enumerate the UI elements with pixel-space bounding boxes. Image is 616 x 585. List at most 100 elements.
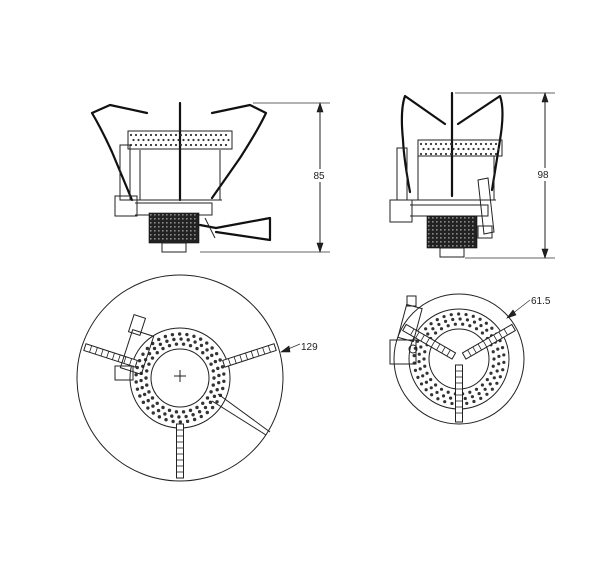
knurl-dot [452, 233, 454, 235]
burner-hole [430, 393, 434, 397]
dimension-height-85: 85 [200, 102, 330, 253]
knurl-dot [456, 245, 458, 247]
burner-hole [470, 395, 475, 399]
burner-hole [186, 338, 190, 342]
support-arm [176, 423, 184, 479]
knurl-dot [436, 241, 438, 243]
knurl-dot [174, 226, 176, 228]
valve-knob-large [127, 313, 147, 337]
knurl-dot [178, 222, 180, 224]
support-arm-tick [488, 337, 493, 345]
burner-hole [210, 353, 214, 358]
support-arm-tick [410, 328, 415, 336]
burner-hole [437, 147, 440, 151]
burner-hole [147, 390, 151, 394]
burner-hole [224, 133, 228, 137]
burner-hole [199, 343, 204, 348]
knurl-dot [154, 230, 156, 232]
burner-hole [472, 320, 477, 324]
burner-hole [448, 396, 453, 400]
burner-hole [424, 142, 428, 146]
knurl-dot [162, 214, 164, 216]
burner-hole [212, 394, 217, 399]
knurl-dot [464, 233, 466, 235]
burner-hole [442, 314, 446, 319]
burner-hole [181, 410, 186, 414]
igniter-rod-large [217, 393, 271, 433]
burner-hole [447, 147, 450, 151]
burner-hole [419, 152, 423, 156]
burner-inner-ring-large [150, 348, 210, 408]
knurl-dot [170, 222, 172, 224]
burner-hole [150, 356, 155, 360]
burner-hole [201, 401, 205, 405]
burner-hole [477, 147, 480, 151]
burner-hole [209, 133, 213, 137]
burner-hole [147, 362, 151, 366]
burner-hole [140, 385, 144, 390]
burner-hole [179, 143, 183, 147]
burner-hole [164, 133, 168, 137]
burner-hole [134, 143, 138, 147]
burner-hole [465, 318, 470, 322]
knurl-dot [150, 226, 152, 228]
knurl-dot [456, 221, 458, 223]
burner-hole [155, 351, 159, 355]
canister-base-left [161, 242, 187, 253]
burner-hole [169, 143, 173, 147]
support-arm-tick [477, 343, 482, 351]
knurl-dot [186, 222, 188, 224]
burner-hole [189, 143, 193, 147]
folded-handle-right [477, 177, 495, 235]
support-arm-tick [493, 334, 498, 342]
burner-hole [138, 394, 142, 398]
burner-hole [497, 354, 501, 359]
support-arm-tick [111, 352, 115, 360]
support-arm-tick [420, 334, 425, 342]
knurl-pattern-right [428, 217, 474, 247]
burner-hole [459, 152, 463, 156]
support-arm-tick [123, 356, 127, 364]
burner-hole [429, 142, 433, 146]
knurl-dot [178, 226, 180, 228]
burner-hole [452, 147, 455, 151]
burner-hole [187, 138, 190, 142]
burner-hole [435, 317, 439, 322]
burner-hole [171, 419, 175, 424]
knurl-dot [428, 245, 430, 247]
knurl-dot [170, 238, 172, 240]
burner-hole [424, 380, 429, 384]
burner-hole [141, 352, 145, 356]
burner-hole [214, 351, 219, 356]
burner-hole [416, 339, 420, 343]
knurl-pattern-left [150, 214, 196, 240]
knurl-dot [468, 217, 470, 219]
knurl-dot [174, 214, 176, 216]
knurl-dot [472, 237, 474, 239]
burner-hole [434, 142, 438, 146]
burner-hole [188, 408, 193, 413]
burner-hole [139, 143, 143, 147]
burner-hole [417, 352, 421, 356]
knurl-dot [170, 226, 172, 228]
burner-hole [474, 327, 479, 331]
burner-hole [211, 383, 215, 387]
burner-hole [487, 147, 490, 151]
burner-hole [205, 356, 210, 360]
burner-hole [154, 143, 158, 147]
support-arm-tick [233, 356, 237, 364]
knurl-dot [464, 237, 466, 239]
burner-hole [469, 142, 473, 146]
burner-hole [219, 133, 223, 137]
knurl-dot [170, 230, 172, 232]
burner-head-left [127, 130, 233, 150]
burner-hole [167, 408, 172, 413]
burner-hole [467, 147, 470, 151]
support-arm-tick [262, 347, 266, 355]
knurl-dot [444, 245, 446, 247]
knurl-dot [428, 221, 430, 223]
valve-bracket-right [389, 199, 413, 223]
burner-hole [465, 401, 469, 405]
knurl-dot [162, 226, 164, 228]
knurl-dot [468, 241, 470, 243]
